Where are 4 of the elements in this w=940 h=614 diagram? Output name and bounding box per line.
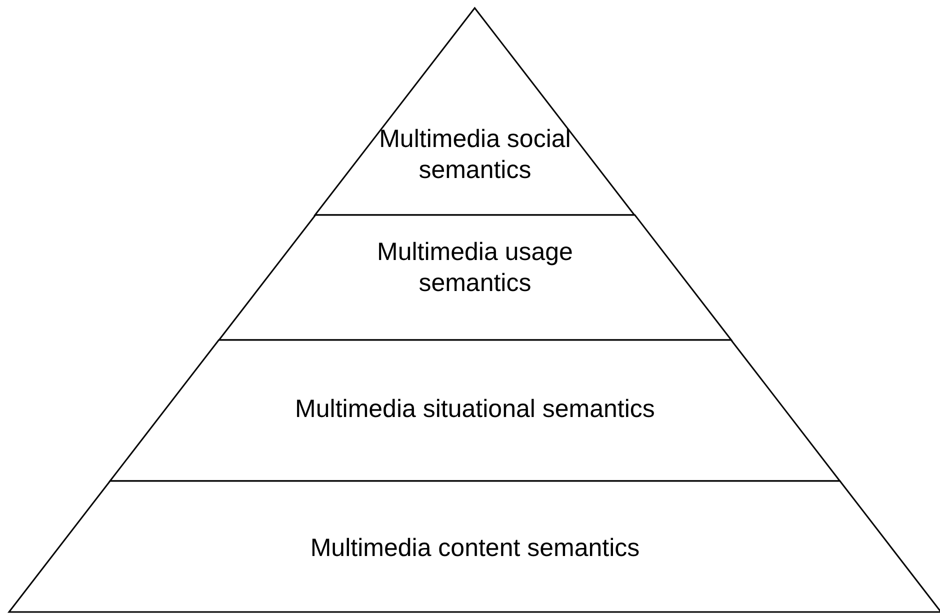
tier-label: Multimedia situational semantics — [294, 394, 656, 425]
tier-label: Multimedia content semantics — [309, 533, 641, 564]
tier-label: Multimedia social semantics — [378, 124, 572, 186]
tier-label: Multimedia usage semantics — [376, 237, 574, 299]
